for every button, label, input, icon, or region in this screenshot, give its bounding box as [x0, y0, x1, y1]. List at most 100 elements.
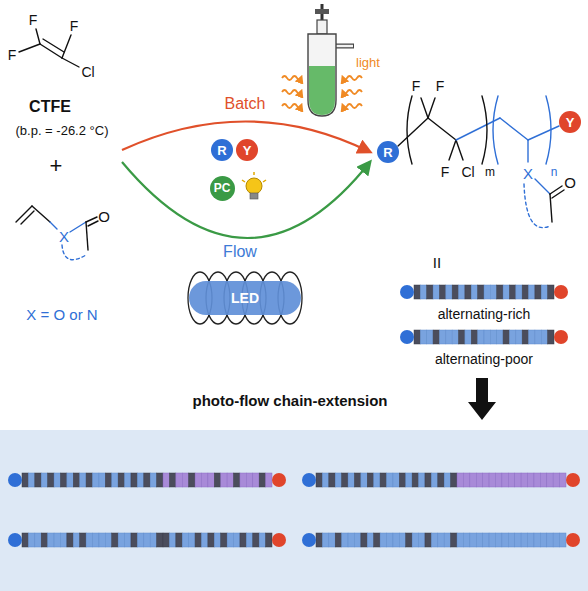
- monomer-unit: [444, 533, 450, 547]
- monomer-unit: [516, 330, 522, 344]
- monomer-unit: [534, 473, 540, 487]
- vinyl-monomer-part: [50, 222, 57, 229]
- copolymer-structure-part: [449, 140, 456, 160]
- monomer-unit: [80, 533, 86, 547]
- monomer-unit: [529, 330, 535, 344]
- monomer-unit: [553, 533, 559, 547]
- monomer-unit: [387, 533, 393, 547]
- copolymer-structure-part: [528, 126, 559, 140]
- monomer-unit: [412, 473, 418, 487]
- monomer-unit: [348, 533, 354, 547]
- monomer-unit: [444, 473, 450, 487]
- monomer-unit: [560, 533, 566, 547]
- copolymer-structure-part: [535, 179, 550, 194]
- monomer-unit: [451, 473, 457, 487]
- monomer-unit: [529, 285, 535, 299]
- chain-end-y: [272, 473, 286, 487]
- monomer-unit: [439, 330, 445, 344]
- vinyl-monomer-part: [21, 211, 34, 224]
- monomer-unit: [316, 473, 322, 487]
- copolymer-structure-part: [398, 118, 428, 146]
- monomer-unit: [86, 533, 92, 547]
- polymer-bars: [8, 285, 580, 547]
- bar-caption: alternating-poor: [435, 352, 533, 366]
- copolymer-structure-part: [407, 96, 412, 164]
- schlenk-flask-part: [336, 45, 353, 48]
- monomer-unit: [553, 473, 559, 487]
- monomer-unit: [99, 473, 105, 487]
- vinyl-monomer-part: [16, 206, 32, 222]
- monomer-unit: [534, 533, 540, 547]
- ctfe-structure-part: [62, 58, 79, 67]
- boiling-point: (b.p. = -26.2 °C): [16, 124, 109, 137]
- monomer-unit: [535, 285, 541, 299]
- monomer-unit: [73, 533, 79, 547]
- chain-end-r: [400, 285, 414, 299]
- light-bulb-part: [263, 180, 266, 182]
- monomer-unit: [419, 533, 425, 547]
- monomer-unit: [433, 330, 439, 344]
- monomer-unit: [169, 533, 175, 547]
- monomer-unit: [471, 330, 477, 344]
- monomer-unit: [516, 285, 522, 299]
- monomer-unit: [393, 533, 399, 547]
- monomer-unit: [176, 533, 182, 547]
- monomer-unit: [433, 285, 439, 299]
- monomer-unit: [425, 473, 431, 487]
- monomer-unit: [361, 533, 367, 547]
- copolymer-structure-part: [428, 118, 456, 140]
- monomer-unit: [484, 330, 490, 344]
- copolymer-structure-part: [482, 96, 487, 164]
- monomer-unit: [221, 533, 227, 547]
- node-text: Y: [243, 144, 252, 157]
- monomer-unit: [22, 533, 28, 547]
- schlenk-flask-part: [308, 34, 336, 116]
- monomer-unit: [80, 473, 86, 487]
- monomer-unit: [105, 533, 111, 547]
- step-title: photo-flow chain-extension: [193, 393, 388, 408]
- monomer-unit: [503, 285, 509, 299]
- monomer-unit: [515, 533, 521, 547]
- monomer-unit: [342, 533, 348, 547]
- monomer-unit: [367, 533, 373, 547]
- subscript: n: [551, 166, 558, 178]
- monomer-unit: [214, 473, 220, 487]
- monomer-unit: [490, 285, 496, 299]
- monomer-unit: [522, 330, 528, 344]
- down-arrow: [468, 378, 496, 420]
- monomer-unit: [414, 285, 420, 299]
- monomer-unit: [150, 533, 156, 547]
- monomer-unit: [476, 533, 482, 547]
- monomer-unit: [515, 473, 521, 487]
- monomer-unit: [348, 473, 354, 487]
- copolymer-structure-part: [524, 184, 550, 228]
- ctfe-structure-part: [40, 44, 62, 58]
- monomer-unit: [367, 473, 373, 487]
- vinyl-monomer-part: [70, 222, 86, 232]
- light-waves: [282, 76, 362, 108]
- light-bulb-part: [253, 172, 255, 175]
- light-bulb-part: [250, 193, 258, 199]
- node-text: Y: [566, 116, 575, 129]
- monomer-unit: [169, 473, 175, 487]
- polymer-bar: [302, 533, 580, 547]
- copolymer-structure: [398, 96, 564, 228]
- monomer-unit: [489, 473, 495, 487]
- monomer-unit: [163, 473, 169, 487]
- copolymer-structure-part: [527, 140, 528, 162]
- chain-end-y: [272, 533, 286, 547]
- photocatalyst-circle: PC: [210, 176, 235, 201]
- initiator-circle: R: [377, 141, 399, 163]
- monomer-unit: [483, 473, 489, 487]
- monomer-unit: [509, 330, 515, 344]
- monomer-unit: [266, 533, 272, 547]
- ctfe-structure-part: [43, 39, 64, 52]
- led-reactor: LED: [189, 281, 301, 315]
- monomer-unit: [112, 533, 118, 547]
- monomer-unit: [131, 533, 137, 547]
- monomer-unit: [131, 473, 137, 487]
- atom-label: O: [564, 175, 576, 190]
- atom-label: F: [8, 48, 17, 62]
- monomer-unit: [380, 473, 386, 487]
- monomer-unit: [176, 473, 182, 487]
